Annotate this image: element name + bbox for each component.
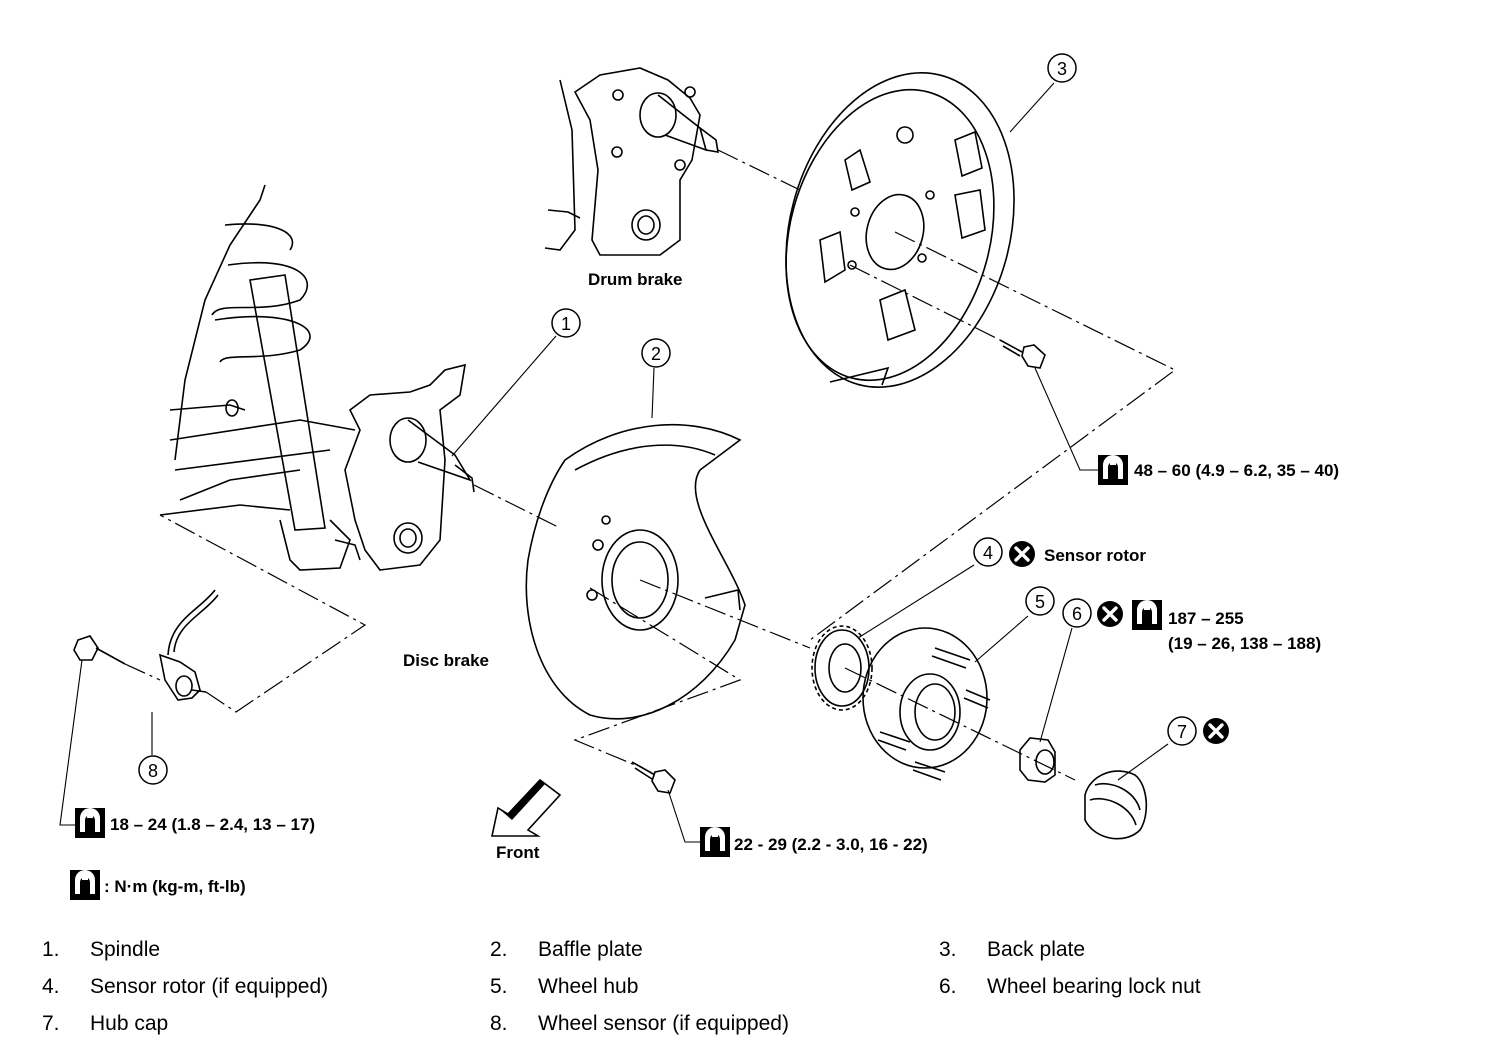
callout-2: 2 xyxy=(641,338,671,368)
torque-wrench-icon xyxy=(1098,455,1128,485)
exploded-diagram: 1 2 3 4 5 6 7 8 Drum brake Disc brake Fr… xyxy=(59,53,1339,900)
svg-text:5: 5 xyxy=(1035,592,1045,612)
front-label: Front xyxy=(496,843,540,862)
sensor-rotor-label: Sensor rotor xyxy=(1044,546,1146,565)
torque-sensor-bolt: 18 – 24 (1.8 – 2.4, 13 – 17) xyxy=(110,815,315,834)
torque-wrench-icon xyxy=(75,808,105,838)
disc-brake-label: Disc brake xyxy=(403,651,489,670)
baffle-plate-drawing xyxy=(525,423,746,720)
svg-text:3: 3 xyxy=(1057,59,1067,79)
svg-text:4: 4 xyxy=(983,543,993,563)
torque-wrench-icon xyxy=(700,827,730,857)
bolts xyxy=(631,339,1046,794)
drum-brake-label: Drum brake xyxy=(588,270,682,289)
torque-wrench-icon xyxy=(1132,600,1162,630)
drum-brake-spindle-drawing xyxy=(544,67,719,256)
torque-wrench-icon xyxy=(70,870,100,900)
torque-back-plate-bolt: 48 – 60 (4.9 – 6.2, 35 – 40) xyxy=(1134,461,1339,480)
torque-unit-legend: : N·m (kg-m, ft-lb) xyxy=(104,877,246,896)
strut-knuckle-drawing xyxy=(159,184,475,571)
svg-text:8: 8 xyxy=(148,761,158,781)
callout-8: 8 xyxy=(138,755,168,785)
lock-nut-drawing xyxy=(1019,737,1056,783)
wheel-sensor-drawing xyxy=(73,589,219,701)
torque-lock-nut-line2: (19 – 26, 138 – 188) xyxy=(1168,634,1321,653)
center-lines xyxy=(124,149,1177,781)
hub-cap-drawing xyxy=(1084,770,1148,840)
callout-3: 3 xyxy=(1047,53,1077,83)
leader-lines xyxy=(59,82,1169,843)
svg-text:2: 2 xyxy=(651,344,661,364)
x-circle-icon xyxy=(1095,599,1125,629)
callout-6: 6 xyxy=(1062,598,1092,628)
x-circle-icon xyxy=(1201,716,1231,746)
svg-text:1: 1 xyxy=(561,314,571,334)
callout-5: 5 xyxy=(1025,586,1055,616)
back-plate-drawing xyxy=(785,72,1015,388)
wheel-hub-drawing xyxy=(862,627,991,781)
callout-4: 4 xyxy=(973,537,1003,567)
x-circle-icon xyxy=(1007,539,1037,569)
callout-1: 1 xyxy=(551,308,581,338)
torque-lock-nut-line1: 187 – 255 xyxy=(1168,609,1244,628)
svg-text:7: 7 xyxy=(1177,722,1187,742)
svg-text:6: 6 xyxy=(1072,604,1082,624)
callout-7: 7 xyxy=(1167,716,1197,746)
front-arrow xyxy=(491,778,562,837)
torque-baffle-bolt: 22 - 29 (2.2 - 3.0, 16 - 22) xyxy=(734,835,928,854)
